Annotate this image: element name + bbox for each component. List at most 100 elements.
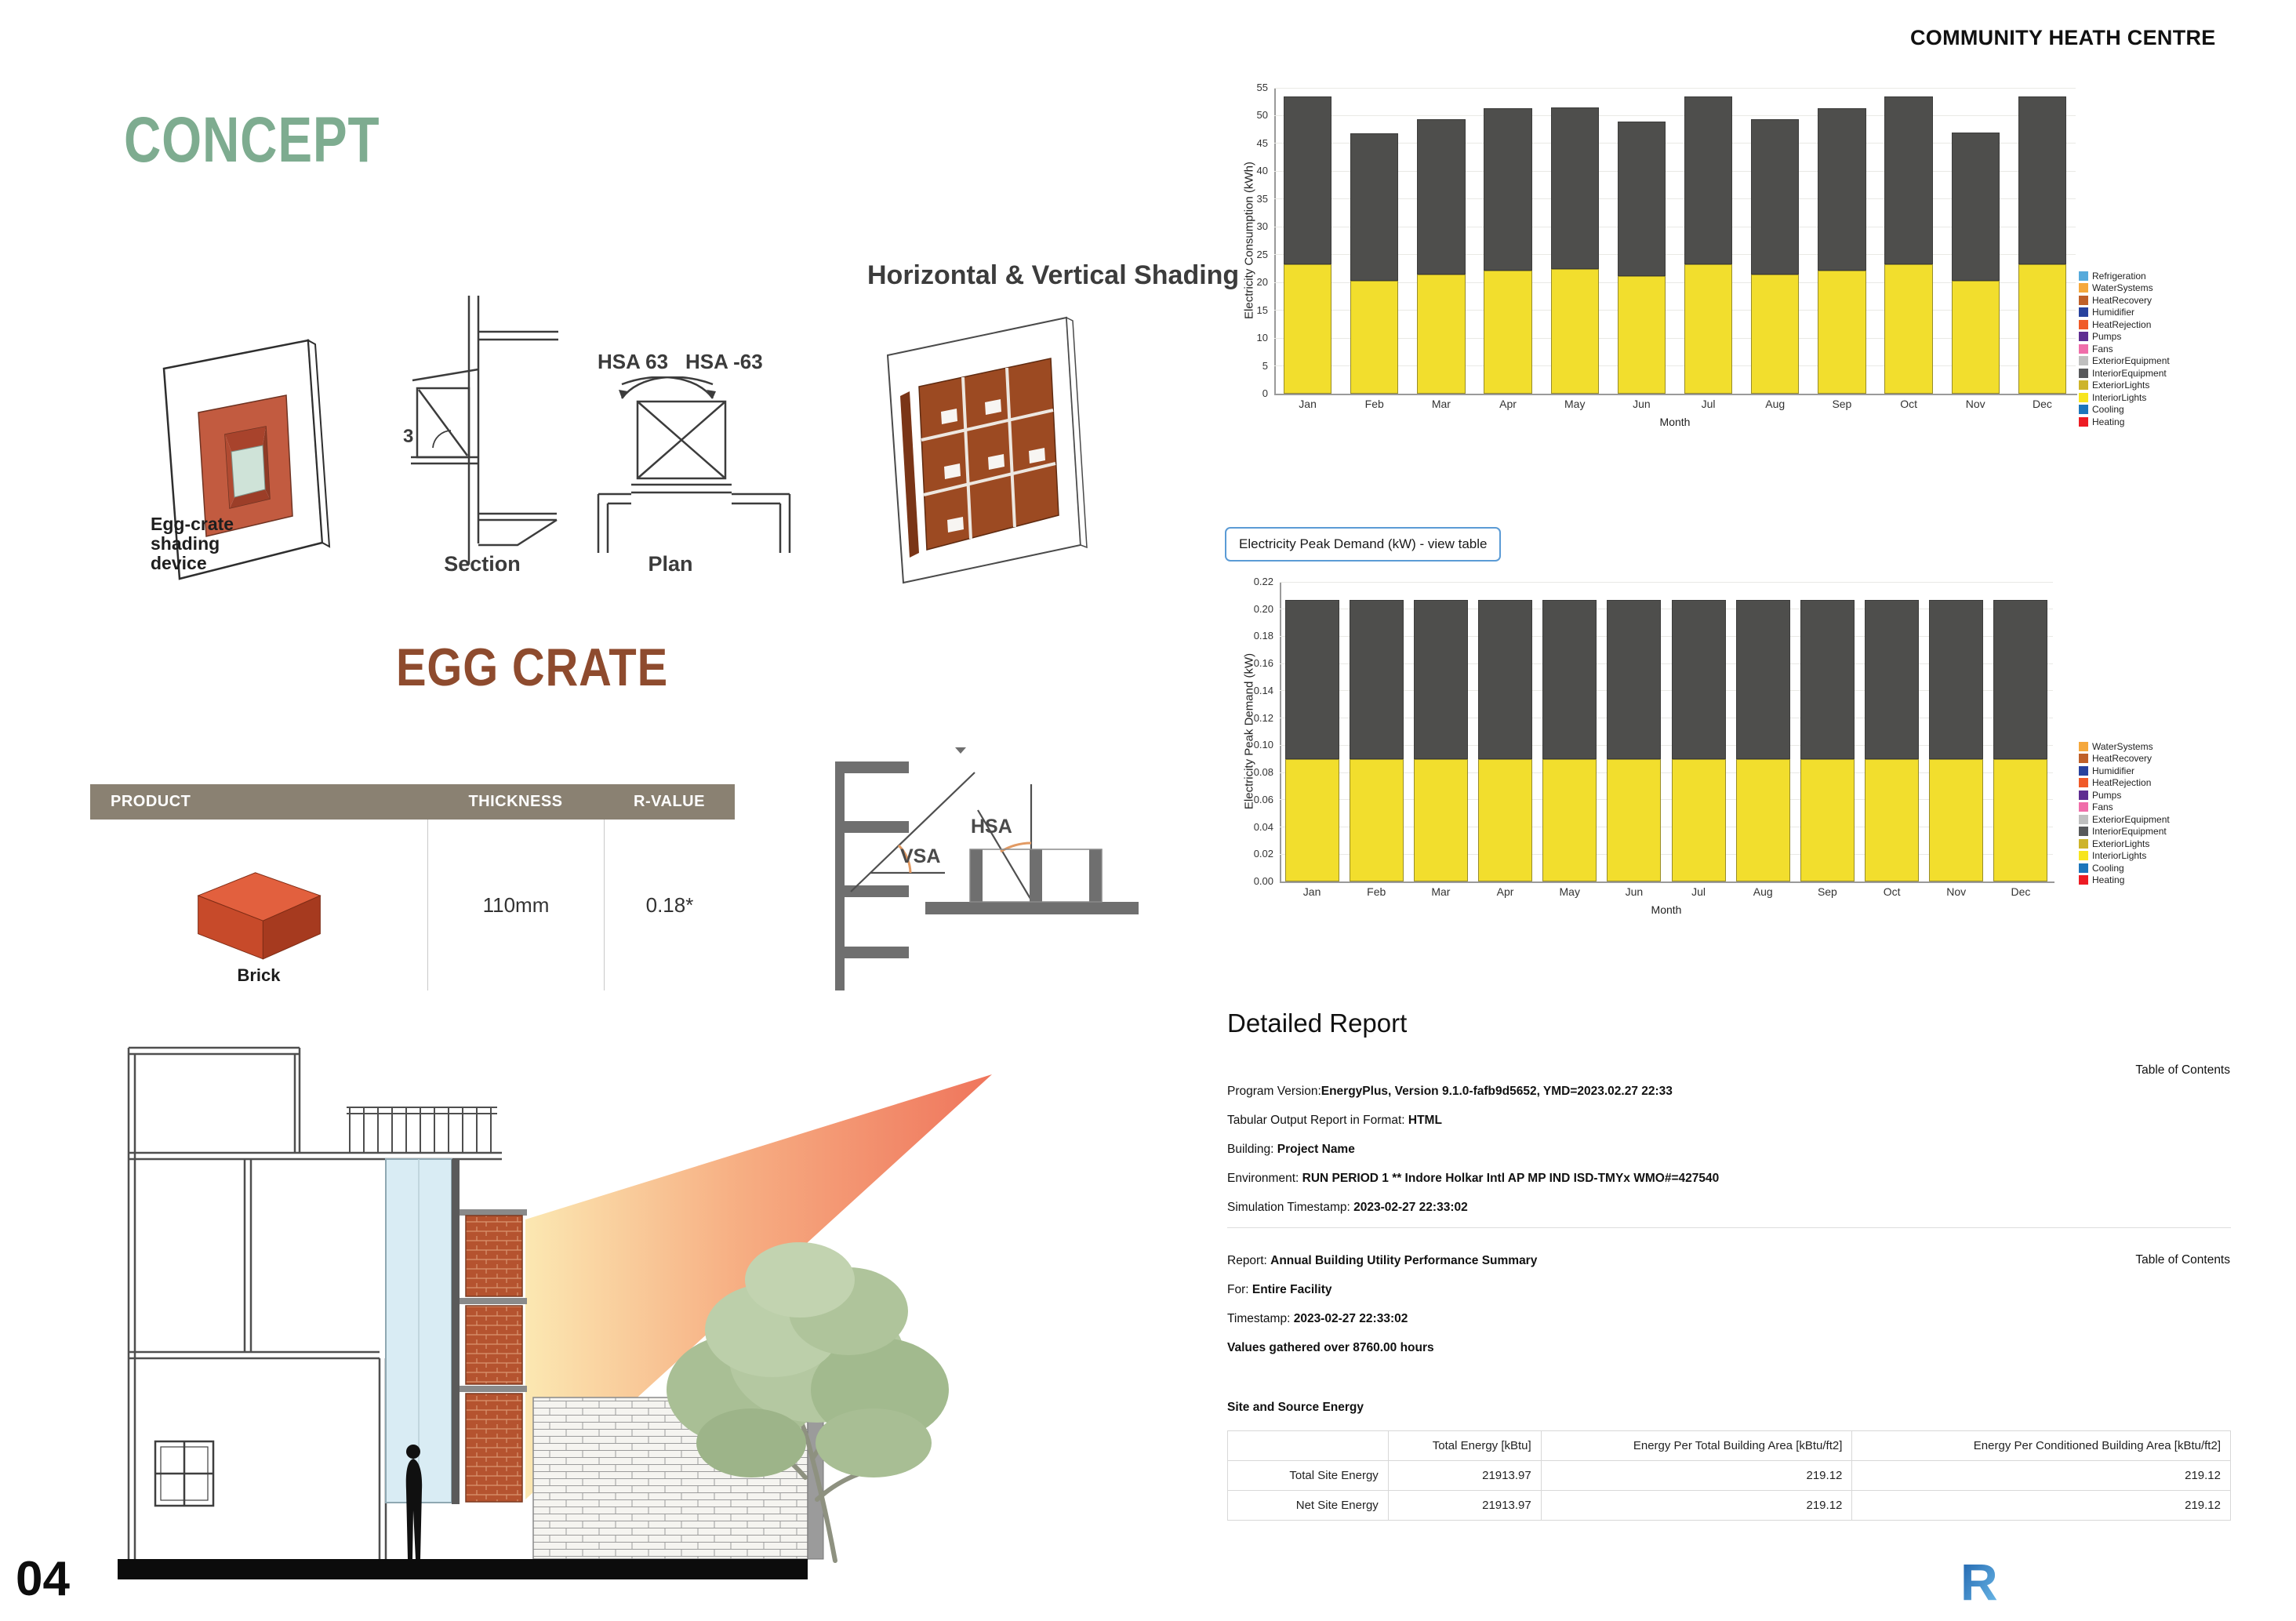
legend-label: ExteriorEquipment: [2092, 813, 2170, 825]
bar-interiorequipment-sep: [1800, 599, 1855, 759]
legend-item-heatrejection: HeatRejection: [2079, 777, 2170, 790]
y-gridline: [1274, 310, 2076, 311]
bar-interiorequipment-mar: [1413, 599, 1468, 759]
legend-swatch: [2079, 778, 2088, 788]
revit-logo-letter: R: [1960, 1553, 1998, 1611]
table-header-cell: [1227, 1430, 1389, 1461]
y-tick-label: 0: [1262, 387, 1268, 399]
bar-interiorlights-jan: [1283, 264, 1332, 394]
y-tick-label: 5: [1262, 359, 1268, 372]
legend-label: HeatRecovery: [2092, 753, 2152, 765]
bar-interiorlights-dec: [2018, 264, 2067, 394]
product-table: PRODUCT THICKNESS R-VALUE Brick 110mm 0.…: [90, 784, 735, 990]
bar-interiorlights-may: [1542, 758, 1597, 881]
x-tick-may: May: [1564, 398, 1586, 410]
legend-label: HeatRejection: [2092, 318, 2152, 330]
bar-interiorequipment-dec: [1993, 599, 2048, 759]
bar-interiorlights-apr: [1478, 758, 1533, 881]
y-tick-label: 35: [1256, 192, 1268, 205]
legend-label: HeatRecovery: [2092, 294, 2152, 306]
y-tick-label: 0.16: [1253, 657, 1273, 670]
y-tick-label: 0.06: [1253, 793, 1273, 805]
bar-interiorequipment-jul: [1684, 96, 1733, 265]
x-tick-may: May: [1559, 885, 1580, 898]
table-of-contents-link[interactable]: Table of Contents: [2135, 1063, 2230, 1077]
legend-item-interiorequipment: InteriorEquipment: [2079, 826, 2170, 838]
x-tick-jul: Jul: [1691, 885, 1706, 898]
legend-label: InteriorLights: [2092, 391, 2147, 403]
bar-interiorequipment-may: [1550, 107, 1599, 270]
x-tick-jul: Jul: [1701, 398, 1716, 410]
thickness-value: 110mm: [482, 892, 550, 917]
section-diagram: [411, 296, 558, 565]
legend-swatch: [2079, 380, 2088, 391]
y-tick-label: 25: [1256, 248, 1268, 260]
bar-interiorequipment-aug: [1735, 599, 1790, 759]
legend-item-humidifier: Humidifier: [2079, 307, 2170, 319]
bar-interiorequipment-dec: [2018, 96, 2067, 265]
vsa-hsa-diagram: [835, 747, 1139, 990]
legend-swatch: [2079, 356, 2088, 366]
y-gridline: [1280, 581, 2053, 583]
legend-item-watersystems: WaterSystems: [2079, 282, 2170, 295]
bar-interiorlights-nov: [1929, 758, 1984, 881]
x-tick-aug: Aug: [1765, 398, 1786, 410]
y-tick-label: 0.04: [1253, 820, 1273, 833]
x-tick-dec: Dec: [2011, 885, 2031, 898]
x-tick-mar: Mar: [1431, 885, 1451, 898]
bar-interiorlights-jan: [1284, 758, 1339, 881]
legend-swatch: [2079, 851, 2088, 861]
bar-interiorequipment-nov: [1951, 132, 2000, 282]
legend-label: HeatRejection: [2092, 777, 2152, 789]
brick-screen: [460, 1209, 527, 1503]
table-cell: 219.12: [1540, 1490, 1853, 1521]
shading-heading: Horizontal & Vertical Shading: [867, 260, 1240, 290]
bar-interiorlights-nov: [1951, 281, 2000, 394]
legend-label: ExteriorLights: [2092, 838, 2150, 849]
legend-item-heatrecovery: HeatRecovery: [2079, 753, 2170, 765]
x-tick-apr: Apr: [1499, 398, 1517, 410]
bar-interiorlights-may: [1550, 269, 1599, 394]
bar-interiorequipment-jan: [1284, 599, 1339, 759]
legend-swatch: [2079, 754, 2088, 764]
y-tick-label: 15: [1256, 303, 1268, 316]
legend-item-exteriorequipment: ExteriorEquipment: [2079, 813, 2170, 826]
report-line: Program Version:EnergyPlus, Version 9.1.…: [1227, 1085, 1673, 1098]
legend-swatch: [2079, 765, 2088, 776]
bar-interiorlights-jun: [1607, 758, 1662, 881]
legend-swatch: [2079, 332, 2088, 342]
legend-item-heatrecovery: HeatRecovery: [2079, 294, 2170, 307]
x-tick-sep: Sep: [1832, 398, 1852, 410]
x-tick-oct: Oct: [1900, 398, 1917, 410]
y-tick-label: 0.08: [1253, 766, 1273, 779]
product-table-header-thickness: THICKNESS: [468, 793, 563, 810]
product-table-header-rvalue: R-VALUE: [634, 793, 705, 810]
brick-image: [196, 872, 322, 960]
y-tick-label: 50: [1256, 109, 1268, 122]
bar-interiorlights-mar: [1417, 274, 1466, 394]
y-gridline: [1274, 170, 2076, 172]
y-tick-label: 10: [1256, 332, 1268, 344]
site-energy-table-grid: Total Energy [kBtu]Energy Per Total Buil…: [1227, 1430, 2231, 1521]
legend-item-heating: Heating: [2079, 874, 2170, 887]
page-title: COMMUNITY HEATH CENTRE: [1910, 26, 2216, 49]
legend-label: Heating: [2092, 874, 2125, 886]
product-table-header-product: PRODUCT: [111, 793, 191, 810]
egg-crate-heading: EGG CRATE: [396, 638, 668, 697]
brick-label: Brick: [237, 965, 281, 985]
bar-interiorlights-oct: [1865, 758, 1920, 881]
report-line: For: Entire Facility: [1227, 1283, 1332, 1296]
table-of-contents-link[interactable]: Table of Contents: [2135, 1253, 2230, 1267]
x-tick-oct: Oct: [1883, 885, 1901, 898]
legend-swatch: [2079, 307, 2088, 318]
peak-demand-view-table-button[interactable]: Electricity Peak Demand (kW) - view tabl…: [1225, 527, 1502, 562]
legend-label: WaterSystems: [2092, 740, 2153, 752]
legend-swatch: [2079, 802, 2088, 812]
table-header-cell: Energy Per Total Building Area [kBtu/ft2…: [1540, 1430, 1853, 1461]
report-line: Simulation Timestamp: 2023-02-27 22:33:0…: [1227, 1201, 1468, 1214]
legend-label: InteriorEquipment: [2092, 367, 2167, 379]
y-axis-label: Electricity Consumption (kWh): [1242, 162, 1256, 319]
report-line: Building: Project Name: [1227, 1143, 1355, 1156]
legend-swatch: [2079, 838, 2088, 849]
y-tick-label: 55: [1256, 82, 1268, 93]
